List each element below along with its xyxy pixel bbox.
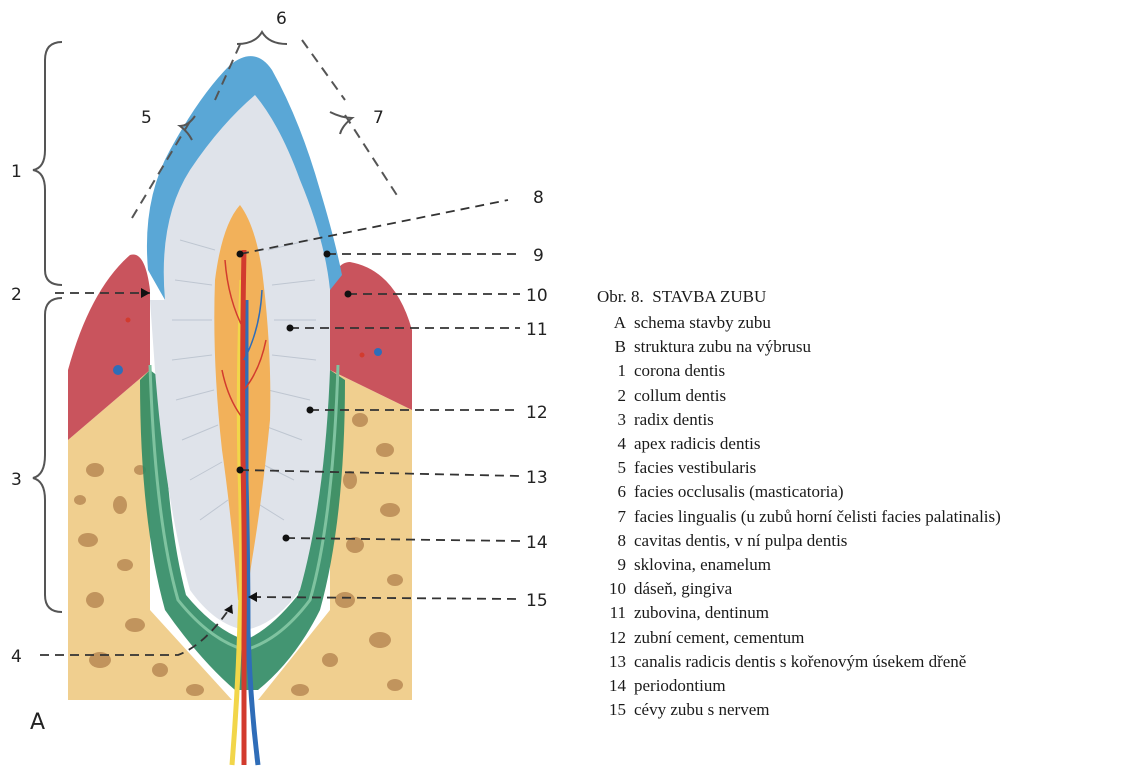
legend-item-key: 2 xyxy=(597,384,634,408)
legend-item-text: dáseň, gingiva xyxy=(634,577,732,601)
legend-item-text: periodontium xyxy=(634,674,726,698)
callout-15: 15 xyxy=(526,591,548,611)
legend-item-text: schema stavby zubu xyxy=(634,311,771,335)
callout-11: 11 xyxy=(526,320,548,340)
legend-item-key: 13 xyxy=(597,650,634,674)
legend-item-text: collum dentis xyxy=(634,384,726,408)
legend-item-text: cévy zubu s nervem xyxy=(634,698,769,722)
legend-item-key: B xyxy=(597,335,634,359)
legend-item-key: 8 xyxy=(597,529,634,553)
callout-4: 4 xyxy=(11,647,22,667)
callout-5: 5 xyxy=(141,108,152,128)
legend-item-key: 9 xyxy=(597,553,634,577)
legend-item-text: sklovina, enamelum xyxy=(634,553,771,577)
callout-12: 12 xyxy=(526,403,548,423)
legend-item-key: 5 xyxy=(597,456,634,480)
legend-item-text: zubovina, dentinum xyxy=(634,601,769,625)
callout-1: 1 xyxy=(11,162,22,182)
legend-item-text: facies vestibularis xyxy=(634,456,756,480)
legend-item-text: facies occlusalis (masticatoria) xyxy=(634,480,844,504)
callout-10: 10 xyxy=(526,286,548,306)
legend-item-key: 15 xyxy=(597,698,634,722)
legend-item-text: apex radicis dentis xyxy=(634,432,761,456)
callout-6: 6 xyxy=(276,9,287,29)
legend-item-key: 12 xyxy=(597,626,634,650)
legend-item-text: corona dentis xyxy=(634,359,725,383)
legend-item-key: 11 xyxy=(597,601,634,625)
legend-item-key: 4 xyxy=(597,432,634,456)
legend-item-text: struktura zubu na výbrusu xyxy=(634,335,811,359)
legend-item-key: 10 xyxy=(597,577,634,601)
legend-item-key: 7 xyxy=(597,505,634,529)
callout-3: 3 xyxy=(11,470,22,490)
callout-9: 9 xyxy=(533,246,544,266)
legend-caption: Obr. 8. STAVBA ZUBU xyxy=(597,286,1137,308)
callout-7: 7 xyxy=(373,108,384,128)
legend-item-key: 14 xyxy=(597,674,634,698)
legend-item-text: zubní cement, cementum xyxy=(634,626,804,650)
callout-13: 13 xyxy=(526,468,548,488)
legend-item-key: 3 xyxy=(597,408,634,432)
legend-item-key: 1 xyxy=(597,359,634,383)
legend-item-text: canalis radicis dentis s kořenovým úseke… xyxy=(634,650,966,674)
legend-item-key: 6 xyxy=(597,480,634,504)
callout-8: 8 xyxy=(533,188,544,208)
callout-2: 2 xyxy=(11,285,22,305)
legend-item-text: facies lingualis (u zubů horní čelisti f… xyxy=(634,505,1001,529)
panel-letter: A xyxy=(30,710,45,735)
caption-title: STAVBA ZUBU xyxy=(652,287,766,306)
legend-item-text: radix dentis xyxy=(634,408,714,432)
root-bracket xyxy=(33,298,62,612)
callout-14: 14 xyxy=(526,533,548,553)
legend-item-text: cavitas dentis, v ní pulpa dentis xyxy=(634,529,847,553)
caption-prefix: Obr. 8. xyxy=(597,287,644,306)
legend-item-key: A xyxy=(597,311,634,335)
crown-bracket xyxy=(33,42,62,285)
